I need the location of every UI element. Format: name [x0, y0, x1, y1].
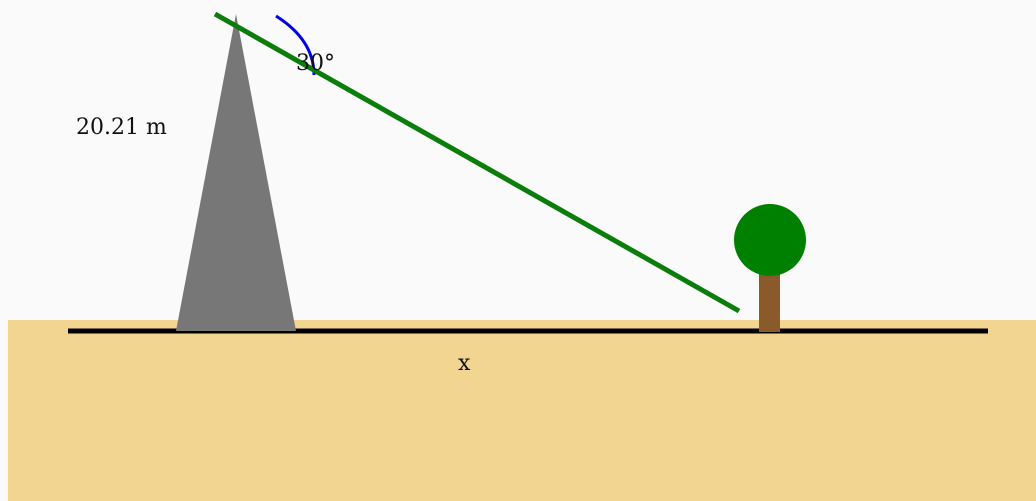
tree-icon	[734, 204, 806, 332]
tree-trunk	[759, 272, 780, 332]
ground-area	[8, 320, 1036, 501]
tower-shape	[176, 14, 296, 331]
tree-crown	[734, 204, 806, 276]
angle-label: 30°	[296, 51, 335, 76]
height-label: 20.21 m	[76, 115, 167, 140]
sight-line	[213, 11, 741, 314]
distance-label: x	[458, 351, 471, 376]
